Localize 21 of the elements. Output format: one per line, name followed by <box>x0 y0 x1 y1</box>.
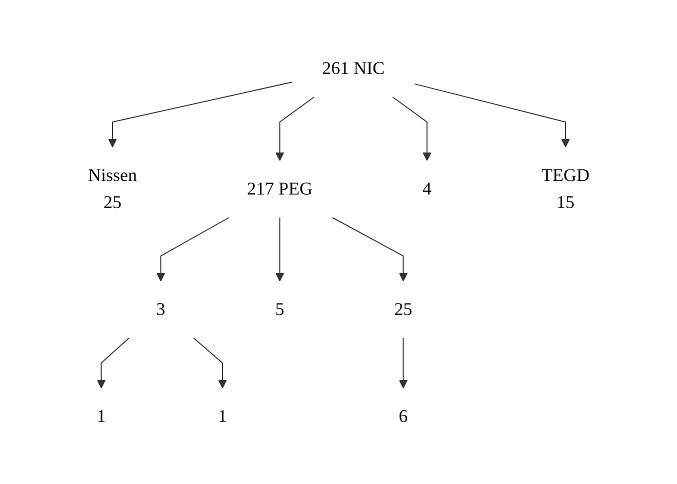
node-text: 1 <box>96 406 106 426</box>
node-text: TEGD 15 <box>541 164 590 212</box>
arrow <box>108 81 292 147</box>
arrow <box>398 337 408 388</box>
node-text: 25 <box>394 298 412 318</box>
node-text: 1 <box>218 406 227 426</box>
arrow <box>192 337 227 388</box>
node-text: 6 <box>398 406 408 426</box>
arrow <box>275 96 314 160</box>
arrow <box>156 216 230 281</box>
arrow <box>96 337 130 388</box>
node-text: 3 <box>156 298 165 318</box>
node-text: Nissen 25 <box>88 164 137 212</box>
arrow <box>392 96 432 160</box>
arrow <box>332 216 408 281</box>
node-text: 217 PEG <box>246 178 312 198</box>
arrow <box>414 82 570 147</box>
node-text: 261 NIC <box>322 58 384 78</box>
node-text: 4 <box>422 178 432 198</box>
arrow <box>275 216 284 281</box>
node-text: 5 <box>274 298 284 318</box>
